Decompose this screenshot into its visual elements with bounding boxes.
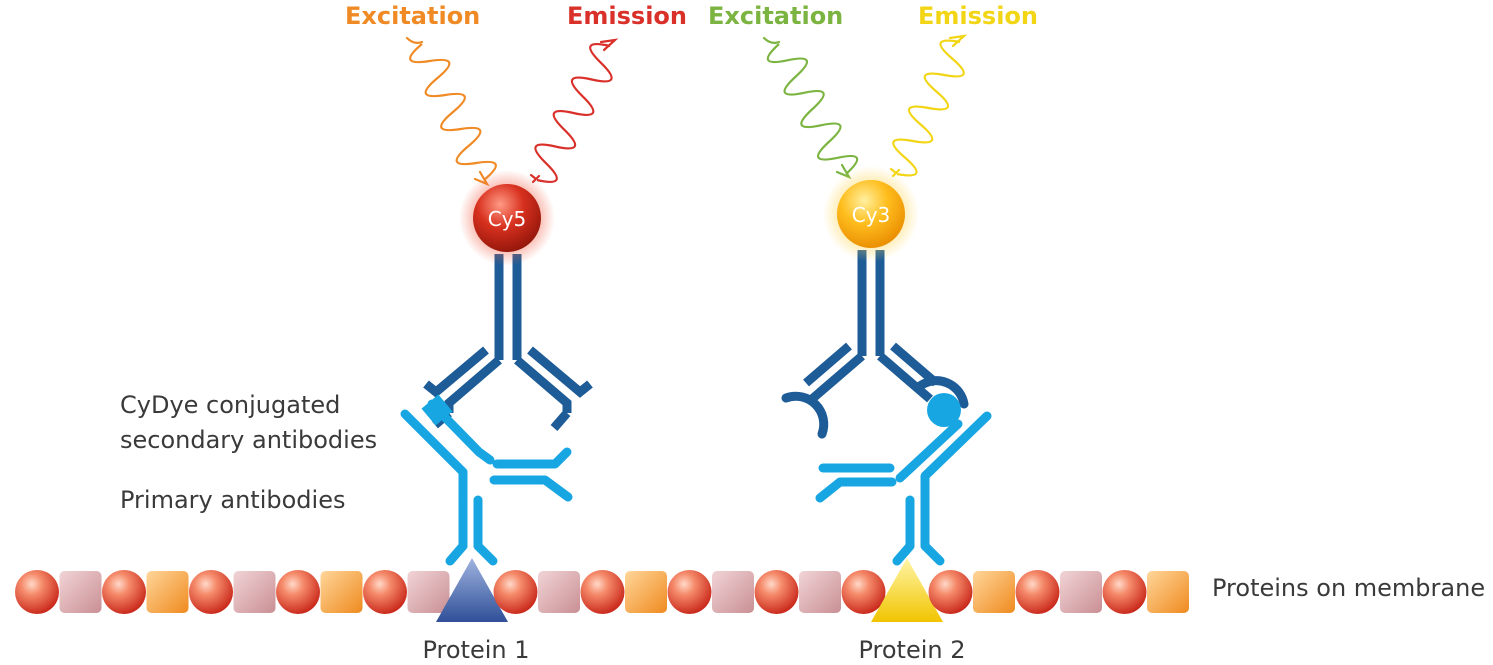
protein-2-label: Protein 2 bbox=[858, 636, 965, 664]
membrane-protein-sphere bbox=[928, 570, 973, 614]
membrane-protein-sphere bbox=[580, 570, 625, 614]
cy5-dye bbox=[473, 184, 541, 252]
membrane-protein-sphere bbox=[276, 570, 320, 614]
membrane-protein-square-orange bbox=[320, 571, 363, 613]
membrane-protein-square-orange bbox=[1147, 571, 1189, 613]
secondary-antibodies-label-line2: secondary antibodies bbox=[120, 426, 377, 454]
cy5-secondary-antibody bbox=[423, 254, 593, 431]
primary-antibodies-label: Primary antibodies bbox=[120, 486, 345, 514]
primary-antibody-2 bbox=[815, 411, 992, 566]
membrane-protein-sphere bbox=[754, 570, 799, 614]
membrane-protein-sphere bbox=[841, 570, 886, 614]
membrane-protein-square bbox=[407, 571, 450, 613]
membrane-protein-sphere bbox=[189, 570, 233, 614]
cy3-excitation-label: Excitation bbox=[708, 2, 843, 30]
cy3-secondary-binding-ball bbox=[927, 393, 961, 427]
cy5-emission-wave bbox=[529, 38, 619, 184]
cy5-excitation-label: Excitation bbox=[345, 2, 480, 30]
cy3-emission-label: Emission bbox=[918, 2, 1038, 30]
primary-antibody-1 bbox=[400, 399, 573, 566]
cy3-dye bbox=[837, 180, 905, 248]
membrane-protein-square bbox=[233, 571, 276, 613]
protein-2-target bbox=[871, 558, 943, 622]
membrane-protein-square bbox=[538, 571, 580, 613]
membrane-protein-sphere bbox=[1015, 570, 1060, 614]
membrane-protein-sphere bbox=[1102, 570, 1147, 614]
protein-membrane bbox=[15, 558, 1189, 622]
membrane-protein-square bbox=[59, 571, 102, 613]
cy3-emission-wave bbox=[889, 34, 968, 178]
cy5-excitation-wave bbox=[405, 36, 497, 187]
membrane-protein-square bbox=[1060, 571, 1102, 613]
cy3-excitation-wave bbox=[762, 36, 859, 180]
cy3-secondary-left-cup bbox=[781, 391, 829, 439]
membrane-protein-square-orange bbox=[973, 571, 1015, 613]
secondary-antibodies-label-line1: CyDye conjugated bbox=[120, 391, 340, 419]
membrane-label: Proteins on membrane bbox=[1212, 574, 1485, 602]
membrane-protein-square-orange bbox=[625, 571, 667, 613]
protein-1-label: Protein 1 bbox=[422, 636, 529, 664]
membrane-protein-sphere bbox=[493, 570, 538, 614]
membrane-protein-sphere bbox=[667, 570, 712, 614]
cy5-dye-label: Cy5 bbox=[488, 207, 527, 231]
protein-1-target bbox=[436, 558, 508, 622]
membrane-protein-sphere bbox=[363, 570, 407, 614]
cy3-secondary-right-cup bbox=[915, 376, 969, 409]
cy5-emission-label: Emission bbox=[567, 2, 687, 30]
membrane-protein-sphere bbox=[102, 570, 146, 614]
membrane-protein-square bbox=[799, 571, 841, 613]
cy3-secondary-antibody bbox=[803, 250, 939, 403]
membrane-protein-square-orange bbox=[146, 571, 189, 613]
membrane-protein-sphere bbox=[15, 570, 59, 614]
cy3-dye-label: Cy3 bbox=[852, 203, 891, 227]
membrane-protein-square bbox=[712, 571, 754, 613]
